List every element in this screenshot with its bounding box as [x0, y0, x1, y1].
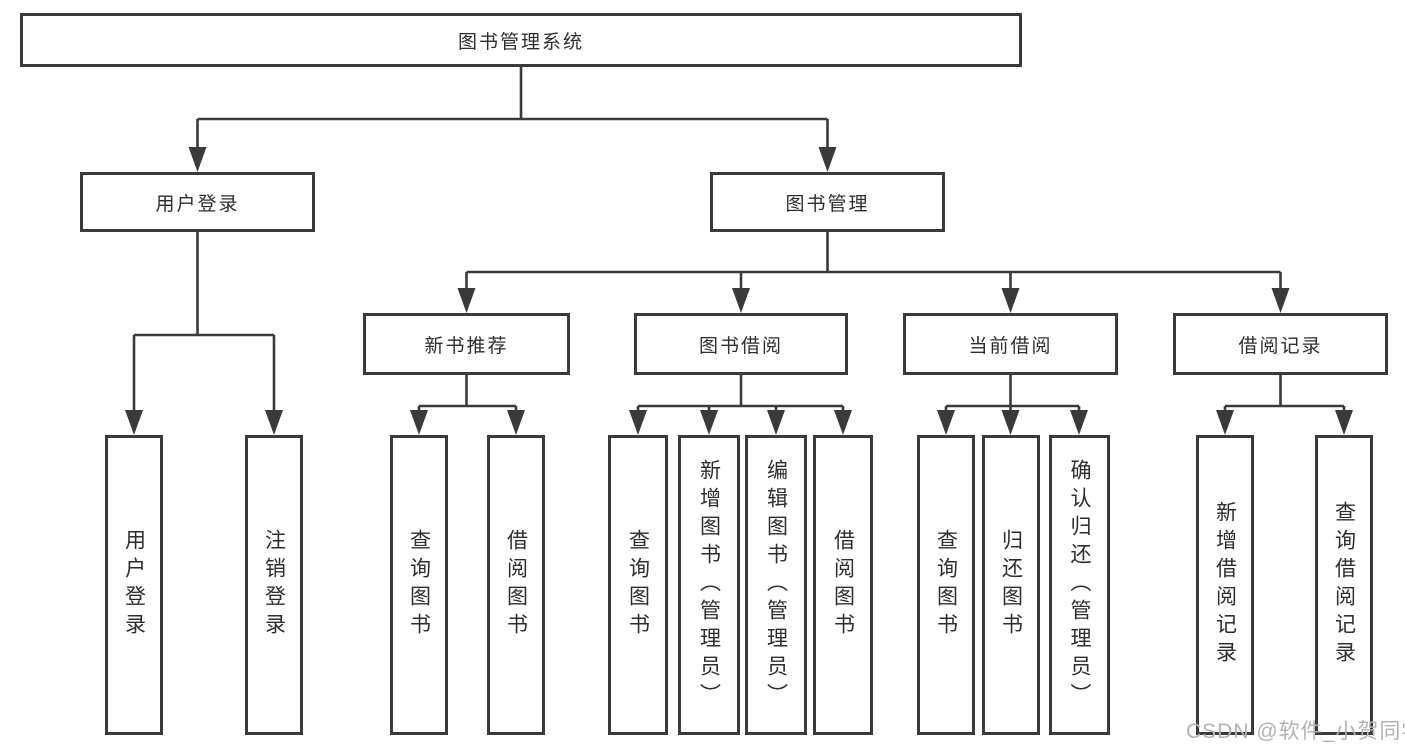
leaf-query-books-recommend: 查询图书	[390, 435, 448, 735]
leaf-borrow-books-borrowing: 借阅图书	[813, 435, 873, 735]
leaf-borrow-books-recommend: 借阅图书	[487, 435, 545, 735]
node-label: 查询图书	[407, 529, 431, 641]
leaf-query-books-current: 查询图书	[917, 435, 975, 735]
leaf-return-books: 归还图书	[982, 435, 1040, 735]
node-label: 归还图书	[999, 529, 1023, 641]
leaf-query-books-borrowing: 查询图书	[608, 435, 668, 735]
node-label: 新书推荐	[424, 335, 509, 357]
leaf-add-books-admin: 新增图书（管理员）	[678, 435, 740, 735]
node-label: 借阅图书	[831, 529, 855, 641]
node-label: 查询借阅记录	[1332, 501, 1356, 669]
leaf-confirm-return-admin: 确认归还（管理员）	[1049, 435, 1110, 735]
leaf-user-login: 用户登录	[105, 435, 163, 735]
node-label: 用户登录	[122, 529, 146, 641]
leaf-edit-books-admin: 编辑图书（管理员）	[745, 435, 807, 735]
node-label: 用户登录	[155, 193, 240, 215]
leaf-add-borrow-record: 新增借阅记录	[1196, 435, 1254, 735]
node-label: 图书管理	[785, 193, 870, 215]
node-label: 当前借阅	[968, 335, 1053, 357]
node-label: 查询图书	[626, 529, 650, 641]
node-label: 新增借阅记录	[1213, 501, 1237, 669]
node-label: 注销登录	[262, 529, 286, 641]
node-label: 编辑图书（管理员）	[764, 459, 788, 711]
node-label: 图书管理系统	[457, 31, 584, 53]
leaf-query-borrow-record: 查询借阅记录	[1315, 435, 1373, 735]
node-book-borrowing: 图书借阅	[634, 313, 848, 375]
node-new-book-recommend: 新书推荐	[363, 313, 570, 375]
leaf-logout: 注销登录	[245, 435, 303, 735]
node-book-management: 图书管理	[710, 172, 945, 232]
csdn-watermark: CSDN @软件_小贺同学	[1186, 720, 1405, 743]
node-label: 新增图书（管理员）	[697, 459, 721, 711]
node-label: 确认归还（管理员）	[1068, 459, 1091, 711]
node-root: 图书管理系统	[20, 13, 1022, 67]
node-borrowing-records: 借阅记录	[1173, 313, 1388, 375]
node-label: 查询图书	[934, 529, 958, 641]
node-label: 借阅图书	[504, 529, 528, 641]
node-current-borrowing: 当前借阅	[903, 313, 1118, 375]
node-label: 图书借阅	[698, 335, 783, 357]
node-label: 借阅记录	[1238, 335, 1323, 357]
node-user-login: 用户登录	[80, 172, 315, 232]
